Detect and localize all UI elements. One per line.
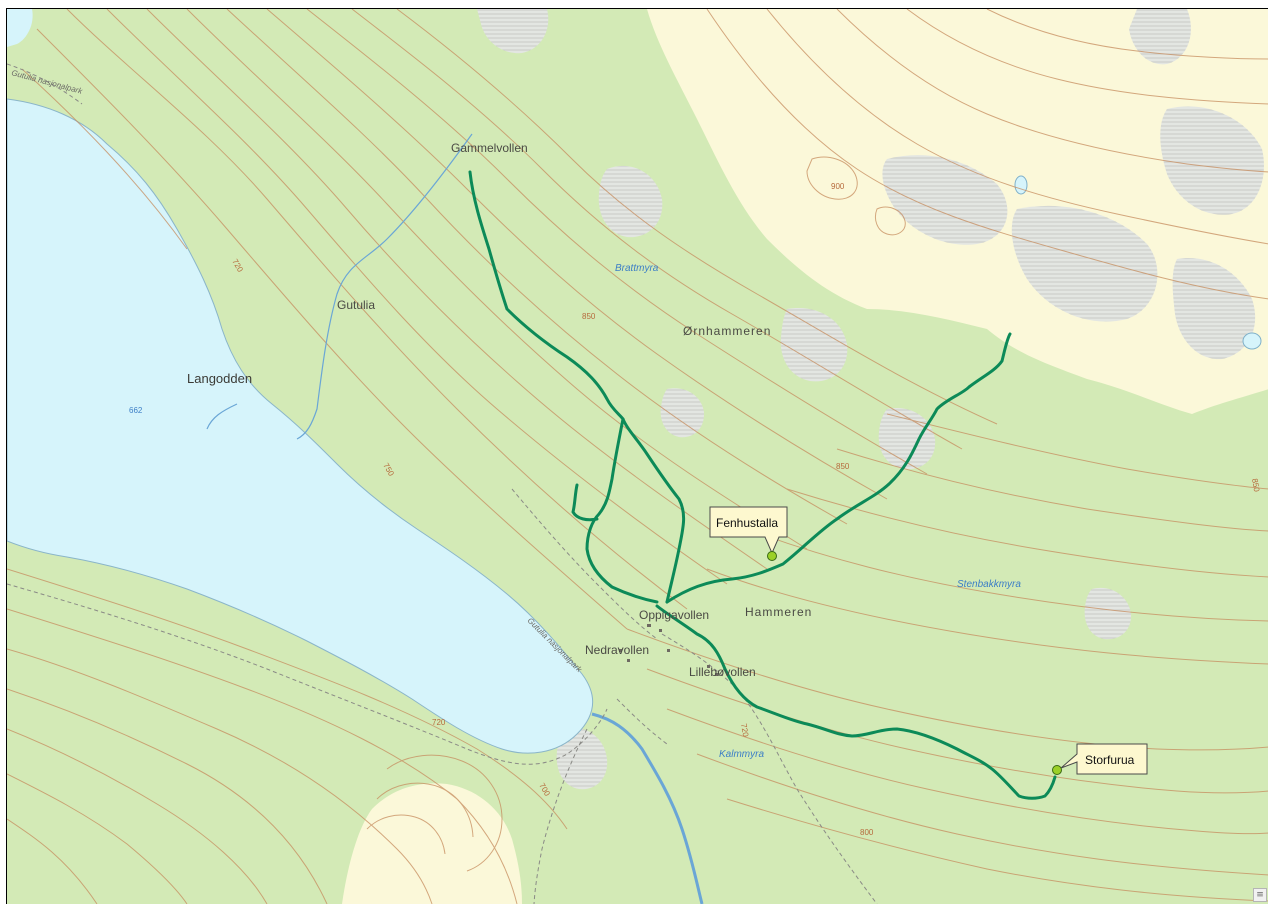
location-marker-icon[interactable] — [1052, 765, 1062, 775]
elevation-label: 720 — [739, 723, 750, 738]
elevation-label: 800 — [860, 828, 874, 837]
marsh-label: Brattmyra — [615, 263, 659, 274]
streams — [206, 133, 704, 904]
elevation-label: 900 — [831, 182, 845, 191]
map-view[interactable]: Fenhustalla Storfurua Gammelvollen Gutul… — [6, 8, 1268, 904]
grid-icon[interactable]: ≡ — [1253, 888, 1267, 902]
location-marker-icon[interactable] — [767, 551, 777, 561]
water-labels: Brattmyra Stenbakkmyra Kalmmyra — [615, 263, 1021, 760]
elevation-label: 850 — [836, 462, 850, 471]
elevation-label: 850 — [582, 312, 596, 321]
contour-lines — [7, 9, 1268, 904]
marsh-label: Stenbakkmyra — [957, 579, 1021, 590]
place-label: Gutulia — [337, 298, 375, 312]
marsh-label: Kalmmyra — [719, 749, 764, 760]
place-label: Langodden — [187, 371, 252, 386]
elevation-label: 720 — [432, 718, 446, 727]
place-labels: Gammelvollen Gutulia Langodden Ørnhammer… — [187, 141, 812, 679]
open-land-area-bottom — [342, 783, 522, 904]
place-label: Ørnhammeren — [683, 324, 771, 338]
place-label: Hammeren — [745, 605, 812, 619]
callout-label: Storfurua — [1085, 753, 1135, 767]
lake — [7, 98, 594, 754]
trails — [468, 170, 1057, 800]
marsh-areas — [477, 9, 1264, 790]
place-label: Oppigavollen — [639, 608, 709, 622]
elevation-label: 850 — [1250, 478, 1261, 493]
place-label: Gammelvollen — [451, 141, 528, 155]
callout-box — [709, 506, 788, 555]
trail-spur — [571, 483, 599, 522]
map-canvas[interactable]: Fenhustalla Storfurua Gammelvollen Gutul… — [7, 9, 1268, 904]
callout-storfurua[interactable]: Storfurua — [1052, 743, 1148, 775]
elevation-label: 662 — [129, 406, 143, 415]
place-label: Lillebøvollen — [689, 665, 756, 679]
pond — [1242, 332, 1262, 350]
callout-fenhustalla[interactable]: Fenhustalla — [709, 506, 788, 561]
callout-label: Fenhustalla — [716, 516, 778, 530]
callout-box — [1060, 743, 1148, 775]
trail-fenhustalla — [665, 332, 1012, 604]
pond — [1014, 175, 1028, 195]
place-label: Nedravollen — [585, 643, 649, 657]
pond — [7, 9, 33, 47]
trail-gammelvollen — [468, 170, 686, 604]
trail-storfurua — [655, 604, 1057, 800]
roads — [7, 63, 878, 904]
trail-loop — [585, 417, 659, 604]
buildings — [619, 624, 718, 676]
